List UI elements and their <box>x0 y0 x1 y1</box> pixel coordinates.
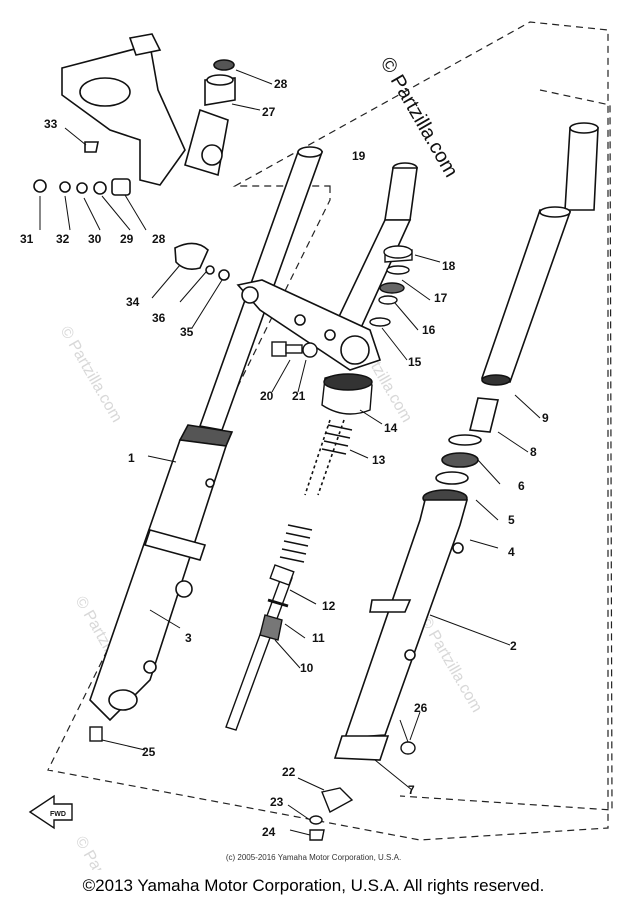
callout-28-top: 28 <box>274 77 288 91</box>
callout-10: 10 <box>300 661 314 675</box>
callout-5: 5 <box>508 513 515 527</box>
callout-21: 21 <box>292 389 306 403</box>
right-fork-assembly <box>333 489 469 761</box>
callout-33: 33 <box>44 117 58 131</box>
lower-bracket <box>236 279 382 371</box>
damper-rod <box>225 564 295 731</box>
callout-28-bottom: 28 <box>152 232 166 246</box>
callout-26: 26 <box>414 701 428 715</box>
callout-29: 29 <box>120 232 134 246</box>
callout-13: 13 <box>372 453 386 467</box>
watermark-faint: © Partzilla.com <box>57 324 126 426</box>
callout-15: 15 <box>408 355 422 369</box>
callout-8: 8 <box>530 445 537 459</box>
callout-16: 16 <box>422 323 436 337</box>
page-copyright: ©2013 Yamaha Motor Corporation, U.S.A. A… <box>82 876 545 895</box>
dashed-boundary-right <box>399 89 613 811</box>
fwd-arrow: FWD <box>28 794 73 830</box>
diagram-copyright: (c) 2005-2016 Yamaha Motor Corporation, … <box>225 853 402 862</box>
watermark-brand: © Partzilla.com <box>376 54 462 182</box>
callout-32: 32 <box>56 232 70 246</box>
fork-springs <box>279 419 353 563</box>
callout-25: 25 <box>142 745 156 759</box>
exploded-parts-diagram: © Partzilla.com © Partzilla.com © Partzi… <box>20 21 613 871</box>
fwd-label: FWD <box>50 811 66 818</box>
callout-19: 19 <box>352 149 366 163</box>
callout-9: 9 <box>542 411 549 425</box>
bearing-parts <box>321 245 413 415</box>
callout-31: 31 <box>20 232 34 246</box>
bolt-20 <box>271 341 318 358</box>
callout-labels: 1 2 3 4 5 6 7 8 9 10 11 12 13 14 15 16 1… <box>20 77 549 839</box>
leader-lines <box>39 69 541 836</box>
callout-14: 14 <box>384 421 398 435</box>
callout-3: 3 <box>185 631 192 645</box>
headlight-bracket <box>33 33 236 281</box>
callout-35: 35 <box>180 325 194 339</box>
callout-20: 20 <box>260 389 274 403</box>
callout-1: 1 <box>128 451 135 465</box>
callout-23: 23 <box>270 795 284 809</box>
drain-parts <box>89 726 416 841</box>
callout-2: 2 <box>510 639 517 653</box>
right-upper-tubes <box>435 122 599 485</box>
callout-7: 7 <box>408 783 415 797</box>
callout-18: 18 <box>442 259 456 273</box>
dashed-boundary <box>47 21 609 841</box>
callout-17: 17 <box>434 291 448 305</box>
callout-24: 24 <box>262 825 276 839</box>
callout-36: 36 <box>152 311 166 325</box>
callout-12: 12 <box>322 599 336 613</box>
callout-11: 11 <box>312 631 325 645</box>
callout-30: 30 <box>88 232 102 246</box>
callout-22: 22 <box>282 765 296 779</box>
watermark-faint: © Partzilla.com <box>72 834 141 871</box>
callout-34: 34 <box>126 295 140 309</box>
callout-4: 4 <box>508 545 515 559</box>
callout-6: 6 <box>518 479 525 493</box>
callout-27: 27 <box>262 105 276 119</box>
